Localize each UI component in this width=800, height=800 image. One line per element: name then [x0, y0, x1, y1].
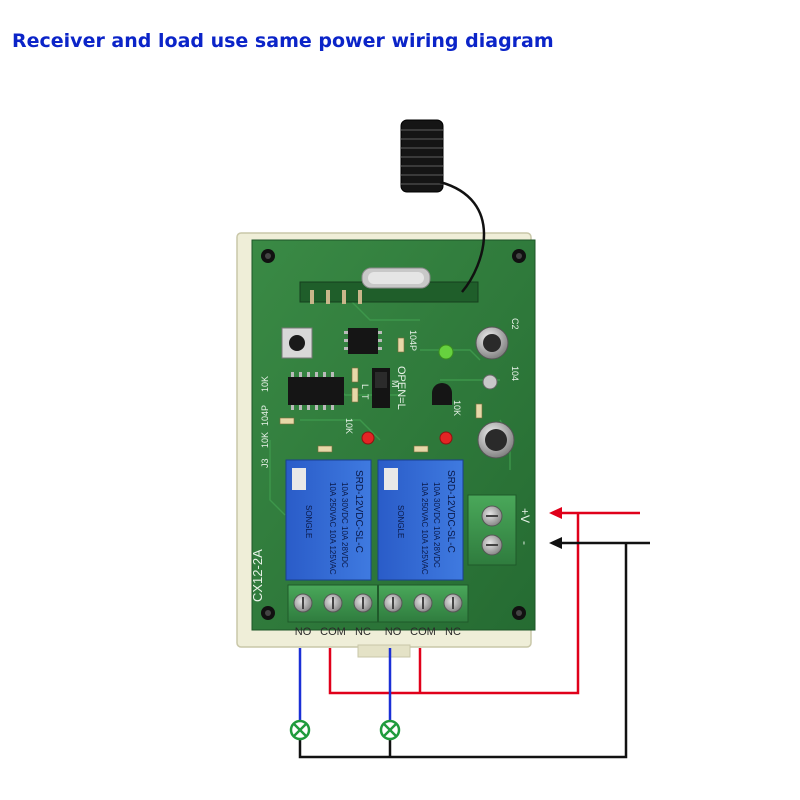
output-terminal-screw[interactable] [443, 593, 463, 613]
silk-10k: 10K [452, 400, 462, 416]
output-terminal-screw[interactable] [323, 593, 343, 613]
positive-wire [328, 507, 640, 695]
power-plus-label: +V [518, 508, 532, 523]
mount-screw [261, 606, 275, 620]
diagram-title: Receiver and load use same power wiring … [12, 30, 554, 52]
mount-screw [512, 249, 526, 263]
rf-module [299, 267, 479, 304]
negative-wire [298, 537, 650, 759]
terminal-label-com: COM [320, 626, 346, 638]
silk-t: T [360, 394, 370, 400]
ic-chip [344, 328, 382, 354]
resistor [413, 445, 429, 453]
relay-rating: 10A 250VAC 10A 125VAC [420, 482, 429, 575]
silk-c2: C2 [510, 318, 520, 330]
resistor [279, 417, 295, 425]
learn-button[interactable] [281, 327, 313, 359]
resistor [351, 387, 359, 403]
resistor [475, 403, 483, 419]
terminal-label-no: NO [385, 626, 402, 638]
capacitor [475, 326, 509, 360]
capacitor [477, 421, 515, 459]
relay-rating: 10A 250VAC 10A 125VAC [328, 482, 337, 575]
lamp-icon [289, 719, 311, 741]
terminal-label-nc: NC [445, 626, 461, 638]
antenna-coil [400, 119, 486, 293]
mount-screw [512, 606, 526, 620]
board-model: CX12-2A [250, 549, 265, 602]
status-led-red [361, 431, 375, 445]
power-terminal-screw-plus[interactable] [481, 505, 503, 527]
resistor [397, 337, 405, 353]
output-terminal-screw[interactable] [353, 593, 373, 613]
silk-j3: J3 [260, 458, 270, 468]
power-terminal-screw-minus[interactable] [481, 534, 503, 556]
status-led-green [438, 344, 454, 360]
relay-brand: SONGLE [304, 505, 313, 538]
silk-10k: 10K [260, 376, 270, 392]
silk-m: M [390, 380, 400, 388]
lamp-icon [379, 719, 401, 741]
output-terminal-screw[interactable] [293, 593, 313, 613]
relay-brand: SONGLE [396, 505, 405, 538]
switched-wire [298, 648, 392, 721]
relay-2: SONGLE 10A 250VAC 10A 125VAC 10A 30VDC 1… [377, 459, 464, 581]
relay-rating: 10A 30VDC 10A 28VDC [432, 482, 441, 568]
terminal-label-nc: NC [355, 626, 371, 638]
output-terminal-screw[interactable] [383, 593, 403, 613]
silk-104p: 104P [408, 330, 418, 351]
output-terminal-block: NO COM NC NO COM NC [287, 584, 469, 638]
jumper-label: OPEN=L [395, 366, 407, 410]
power-minus-label: - [518, 541, 532, 545]
capacitor-small [482, 374, 498, 390]
terminal-label-com: COM [410, 626, 436, 638]
silk-104p: 104P [260, 405, 270, 426]
mount-screw [261, 249, 275, 263]
output-terminal-screw[interactable] [413, 593, 433, 613]
silk-104: 104 [510, 366, 520, 381]
terminal-label-no: NO [295, 626, 312, 638]
ic-chip [288, 372, 344, 410]
relay-model: SRD-12VDC-SL-C [445, 470, 456, 553]
mode-jumper[interactable] [372, 368, 390, 408]
relay-model: SRD-12VDC-SL-C [353, 470, 364, 553]
resistor [317, 445, 333, 453]
relay-rating: 10A 30VDC 10A 28VDC [340, 482, 349, 568]
power-terminal-block: +V - [467, 494, 532, 566]
silk-10k: 10K [344, 418, 354, 434]
resistor [351, 367, 359, 383]
relay-1: SONGLE 10A 250VAC 10A 125VAC 10A 30VDC 1… [285, 459, 372, 581]
silk-l: L [360, 384, 370, 389]
silk-10k: 10K [260, 432, 270, 448]
transistor [432, 383, 452, 405]
status-led-red [439, 431, 453, 445]
